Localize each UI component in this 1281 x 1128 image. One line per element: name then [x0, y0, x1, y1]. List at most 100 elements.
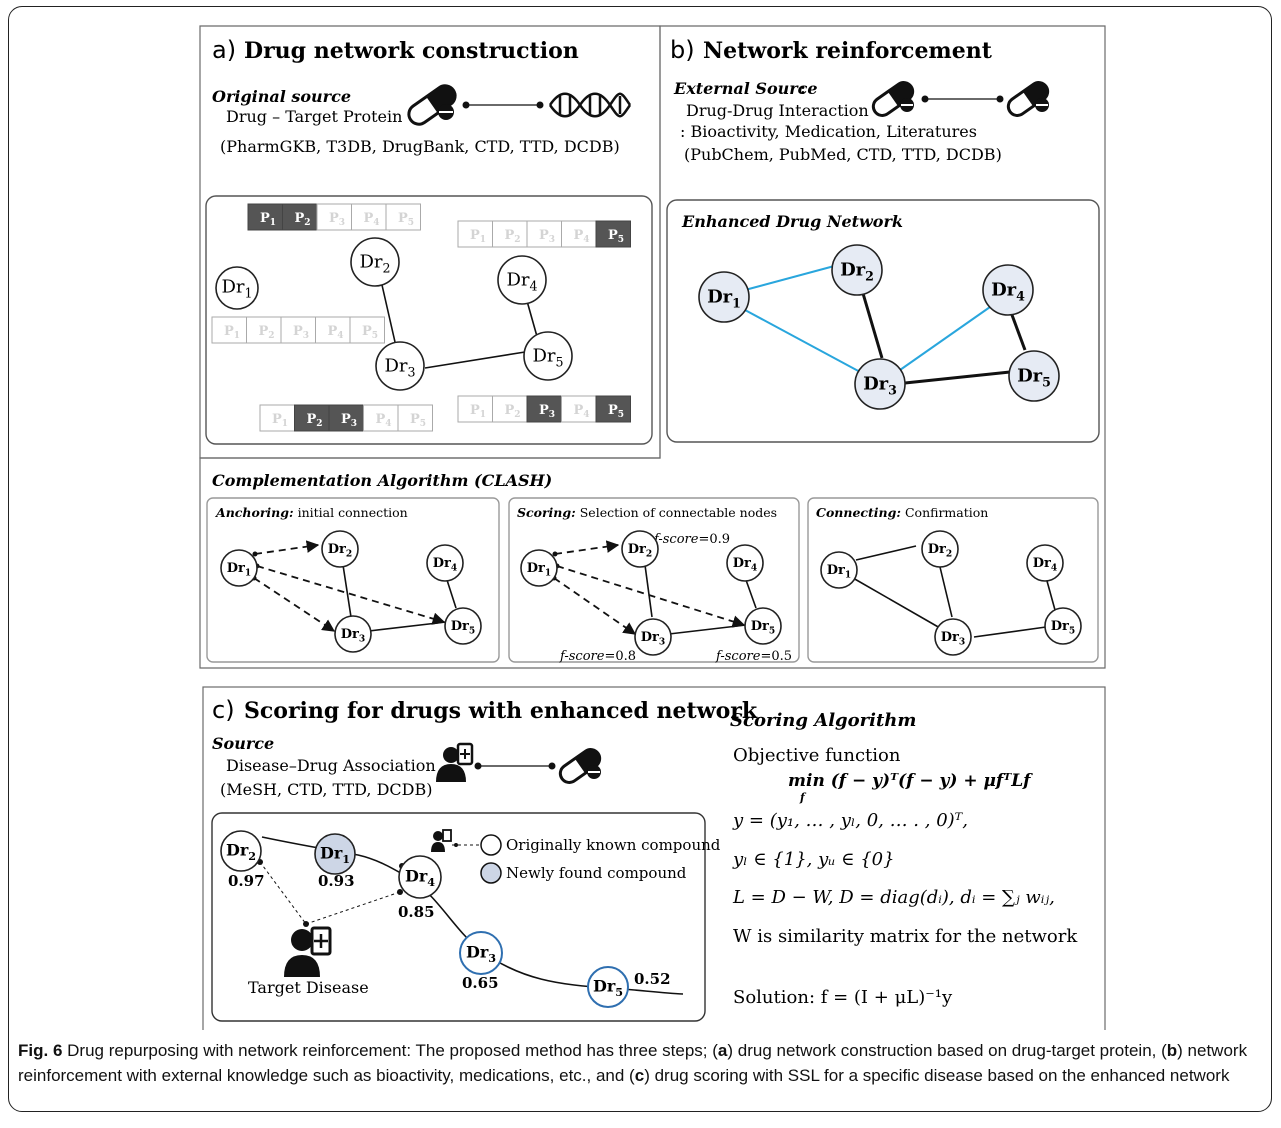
panel-b: b) Network reinforcement External Source… [199, 25, 1106, 669]
svg-text:P2: P2 [307, 412, 323, 429]
svg-text:Dr2: Dr2 [226, 840, 256, 862]
dna-icon [548, 92, 632, 118]
node-dr1: Dr1 [314, 833, 356, 875]
protein-cell: P3 [328, 404, 364, 432]
svg-text:Dr4: Dr4 [1033, 556, 1057, 574]
node-dr2: Dr2 [220, 830, 262, 872]
objective-formula: min (f − y)ᵀ(f − y) + μfᵀLf [788, 771, 1033, 791]
protein-cell: P5 [595, 395, 631, 423]
node-dr2: Dr2 [350, 237, 400, 287]
svg-text:Dr1: Dr1 [707, 287, 741, 311]
panel-c: c) Scoring for drugs with enhanced netwo… [202, 686, 1106, 1030]
legend-known-label: Originally known compound [506, 836, 721, 854]
clash-connecting-box [807, 497, 1099, 663]
panel-c-letter: c) [212, 696, 235, 724]
clash-nodes: Dr1Dr2Dr3Dr4Dr5Dr1Dr2Dr3Dr4Dr5Dr1Dr2Dr3D… [220, 530, 1082, 656]
svg-text:Dr1: Dr1 [227, 561, 251, 579]
svg-text:P3: P3 [341, 412, 357, 429]
panel-a-title: Drug network construction [244, 38, 579, 64]
protein-cell: P1 [457, 395, 493, 423]
node-dr4: Dr4 [398, 855, 442, 899]
svg-text:P4: P4 [376, 412, 392, 429]
pill-icon [407, 84, 457, 126]
svg-text:Dr2: Dr2 [628, 542, 652, 560]
svg-text:Dr3: Dr3 [863, 374, 897, 398]
panel-a-databases: (PharmGKB, T3DB, DrugBank, CTD, TTD, DCD… [220, 137, 620, 156]
pill-icon-1 [871, 81, 915, 117]
panel-c-border [202, 686, 1106, 1030]
protein-cell: P2 [492, 395, 528, 423]
formula-domain: yₗ ∈ {1}, yᵤ ∈ {0} [732, 849, 895, 870]
target-disease-icon [284, 926, 332, 977]
node-dr5: Dr5 [1008, 350, 1060, 402]
disease-link-2 [305, 891, 401, 925]
network-a-edges [381, 284, 539, 369]
node-dr5: Dr5 [444, 607, 482, 645]
protein-cell: P5 [397, 404, 433, 432]
fscore-2: f-score=0.8 [559, 649, 636, 664]
caption-text-4: ) drug scoring with SSL for a specific d… [644, 1066, 1230, 1085]
svg-text:P5: P5 [608, 228, 624, 245]
svg-text:Dr3: Dr3 [341, 627, 365, 645]
protein-cell: P3 [526, 395, 562, 423]
caption-fig-label: Fig. 6 [18, 1041, 63, 1060]
panel-b-source-heading: External Source [673, 79, 818, 98]
svg-text:Dr2: Dr2 [928, 542, 952, 560]
caption-text-3: ) network reinforcement with external kn… [18, 1041, 1248, 1085]
panel-b-source-line2: : Bioactivity, Medication, Literatures [680, 122, 977, 141]
fscore-1: f-score=0.9 [653, 532, 730, 547]
svg-text:P2: P2 [259, 324, 275, 341]
protein-cell: P5 [349, 316, 385, 344]
protein-cell: P2 [492, 220, 528, 248]
legend-new-label: Newly found compound [506, 864, 687, 882]
caption-text-1: Drug repurposing with network reinforcem… [62, 1041, 718, 1060]
node-dr4: Dr4 [426, 544, 464, 582]
panel-c-title: Scoring for drugs with enhanced network [244, 698, 758, 724]
score-dr5: 0.52 [634, 970, 671, 988]
clash-step-scoring: Scoring: Selection of connectable nodes [517, 505, 777, 520]
svg-text:Dr2: Dr2 [359, 251, 390, 275]
svg-text:P3: P3 [539, 228, 555, 245]
protein-cell: P4 [351, 203, 387, 231]
caption-a: a [717, 1041, 728, 1060]
protein-cell: P2 [282, 203, 318, 231]
svg-text:Dr3: Dr3 [466, 943, 496, 965]
formula-w: W is similarity matrix for the network [733, 926, 1078, 947]
svg-text:Dr5: Dr5 [751, 619, 775, 637]
protein-cell: P5 [595, 220, 631, 248]
svg-text:P5: P5 [608, 403, 624, 420]
protein-cell: P4 [363, 404, 399, 432]
connecting-edges [852, 545, 1056, 638]
svg-text:P4: P4 [364, 211, 380, 228]
svg-text:P2: P2 [505, 403, 521, 420]
svg-text:P4: P4 [328, 324, 344, 341]
figure-frame [8, 6, 1272, 1112]
protein-cell: P4 [561, 220, 597, 248]
score-dr2: 0.97 [228, 872, 265, 890]
node-dr1: Dr1 [520, 549, 558, 587]
node-dr4: Dr4 [726, 544, 764, 582]
node-dr1: Dr1 [220, 549, 258, 587]
node-dr3: Dr3 [459, 931, 503, 975]
panel-a: a) Drug network construction Original so… [199, 25, 661, 459]
svg-text:Dr5: Dr5 [1017, 366, 1051, 390]
panel-b-source-line: Drug-Drug Interaction [686, 101, 869, 120]
node-dr4: Dr4 [1026, 544, 1064, 582]
clash-step-anchoring: Anchoring: initial connection [215, 505, 408, 520]
node-dr3: Dr3 [854, 358, 906, 410]
formula-y: y = (y₁, … , yₗ, 0, … . , 0)ᵀ, [732, 810, 968, 831]
formula-laplacian: L = D − W, D = diag(dᵢ), dᵢ = ∑ⱼ wᵢⱼ, [732, 887, 1055, 908]
svg-text:P1: P1 [470, 228, 486, 245]
patient-icon [436, 742, 474, 782]
svg-text:P3: P3 [293, 324, 309, 341]
svg-text:Dr4: Dr4 [405, 867, 435, 889]
legend-known: Originally known compound [431, 829, 721, 856]
clash-title: Complementation Algorithm (CLASH) [212, 471, 552, 490]
protein-cell: P1 [247, 203, 283, 231]
svg-text:Dr3: Dr3 [941, 630, 965, 648]
